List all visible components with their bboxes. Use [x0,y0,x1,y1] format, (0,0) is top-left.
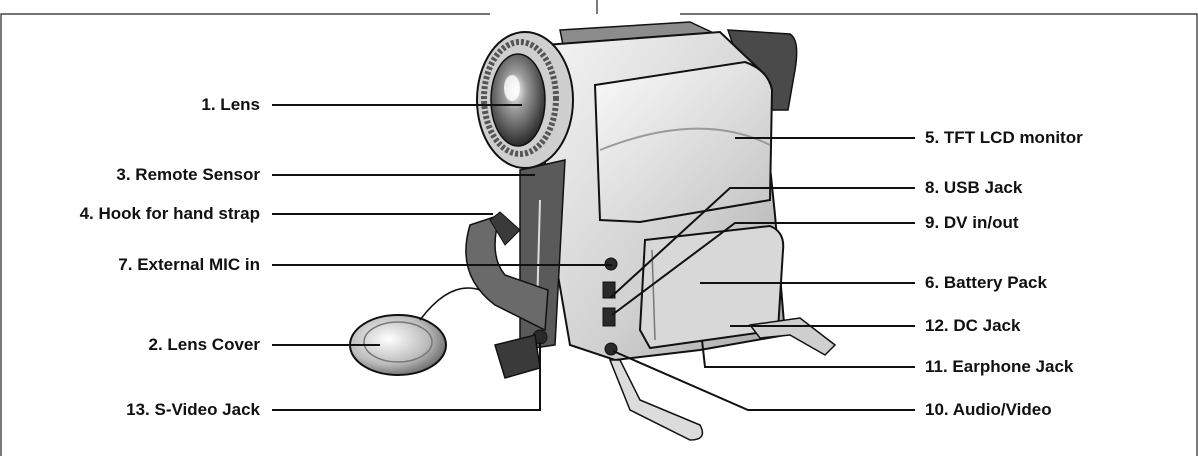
label-battery-pack: 6. Battery Pack [925,273,1047,292]
leader-lines [272,104,915,411]
leader-s-video [272,342,541,411]
label-hook-for-hand-strap: 4. Hook for hand strap [79,204,260,223]
label-lens-cover: 2. Lens Cover [148,335,261,354]
camcorder-illustration [349,21,837,441]
leader-audio-video [612,350,915,411]
leader-dv-inout [611,222,915,316]
label-earphone-jack: 11. Earphone Jack [925,357,1074,376]
label-lens: 1. Lens [201,95,260,114]
label-dv-in-out: 9. DV in/out [925,213,1019,232]
label-dc-jack: 12. DC Jack [925,316,1021,335]
label-tft-lcd-monitor: 5. TFT LCD monitor [925,128,1083,147]
label-usb-jack: 8. USB Jack [925,178,1023,197]
leader-earphone-jack [701,339,915,368]
leader-usb-jack [609,187,915,299]
label-audio-video: 10. Audio/Video [925,400,1052,419]
label-external-mic-in: 7. External MIC in [118,255,260,274]
label-remote-sensor: 3. Remote Sensor [116,165,260,184]
label-s-video-jack: 13. S-Video Jack [126,400,260,419]
